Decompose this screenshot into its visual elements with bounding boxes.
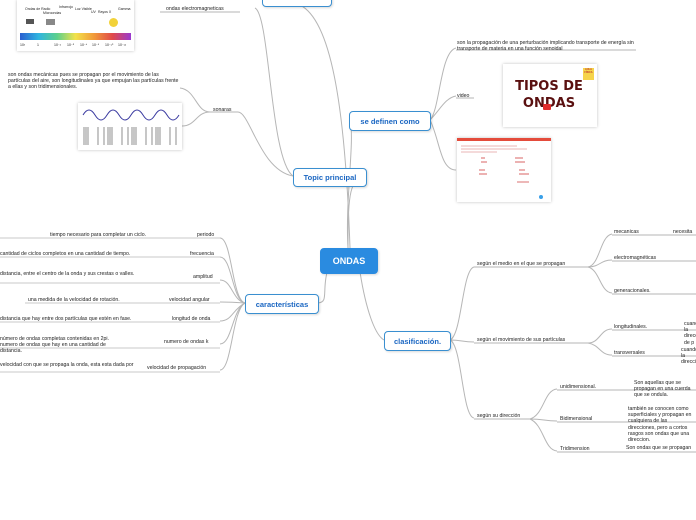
class-bidimensional: Bidimensional [560,416,593,422]
char-amplitud-desc: distancia, entre el centro de la onda y … [0,271,135,277]
spectrum-label-uv: UV [91,10,96,14]
char-frecuencia-desc: cantidad de ciclos completos en una cant… [0,251,131,257]
definition-text: son la propagación de una perturbación i… [457,40,634,53]
char-periodo-desc: tiempo necesario para completar un ciclo… [50,232,147,238]
sonoras-label: sonaras [213,107,232,113]
class-tridimension-desc: Son ondas que se propagan [626,445,692,451]
char-velocidad-angular-desc: una medida de la velocidad de rotación. [28,297,120,303]
class-direccion: según su dirección [477,413,521,419]
image-header-bar [457,138,551,141]
radiation-icon [109,18,118,27]
scale-5: 10⁻⁸ [92,43,100,47]
hidden-top-node[interactable] [262,0,332,7]
aula-badge: AULA FÍSICA [583,68,594,80]
formula-image[interactable] [457,138,551,202]
scale-4: 10⁻⁶ [80,43,88,47]
char-amplitud: amplitud [193,274,213,280]
sonoras-desc: son ondas mecánicas pues se propagan por… [8,72,179,91]
central-node[interactable]: ONDAS [320,248,378,274]
class-transversales: transversales [614,350,645,356]
class-medio: según el medio en el que se propagan [477,261,566,267]
radio-icon [26,19,34,24]
scale-7: 10⁻¹² [118,43,127,47]
video-thumbnail[interactable]: AULA FÍSICA TIPOS DE ONDAS [503,64,597,127]
class-unidimensional: unidimensional. [560,384,597,390]
char-frecuencia: frecuencia [190,251,214,257]
clasificacion-node[interactable]: clasificación. [384,331,451,351]
microwave-icon [46,19,55,25]
spectrum-label-ir: Infrarrojo [59,5,74,9]
spectrum-label-radio: Ondas de Radio [25,7,51,11]
scale-3: 10⁻⁵ [67,43,75,47]
char-velocidad-propagacion: velocidad de propagación [147,365,207,371]
class-mecanicas: mecanicas [614,229,639,235]
char-velocidad-propagacion-desc: velocidad con que se propaga la onda, es… [0,362,134,368]
topic-node[interactable]: Topic principal [293,168,367,187]
char-periodo: periodo [197,232,215,238]
class-bidimensional-desc: también se conocen como superficiales y … [628,406,692,444]
scale-2: 10⁻² [54,43,61,47]
class-generacionales: generacionales. [614,288,651,294]
spectrum-label-gamma: Gamma [118,7,131,11]
scale-1: 1 [37,43,39,47]
char-longitud-desc: distancia que hay entre dos partículas q… [0,316,132,322]
spectrum-label-micro: Microondas [43,11,62,15]
play-icon [543,104,551,110]
sound-wave-drawing [82,109,180,145]
class-longitudinales: longitudinales. [614,324,648,330]
spectrum-label-vis: Luz Visible [75,7,92,11]
electromagneticas-label: ondas electromagneticas [166,6,224,12]
scale-0: 10³ [20,43,26,47]
class-longitudinales-detail: cuando la dirección de p [684,321,696,346]
sound-wave-image[interactable] [78,103,182,150]
class-electromagneticas: electromagnéticas [614,255,657,261]
class-unidimensional-desc: Son aquellas que se propagan en una cuer… [634,380,691,399]
char-velocidad-angular: velocidad angular [169,297,210,303]
spectrum-image[interactable]: Ondas de Radio Microondas Infrarrojo Luz… [17,0,134,51]
class-movimiento: según el movimiento de sus partículas [477,337,566,343]
class-transversales-detail: cuando la dirección [681,347,696,366]
caracteristicas-node[interactable]: características [245,294,319,314]
video-label: video [457,93,470,99]
char-numero-ondas: numero de ondas k [164,339,209,345]
formula-drawing [461,145,543,199]
class-tridimension: Tridimension [560,446,590,452]
class-mecanicas-detail: necesita [673,229,693,235]
scale-6: 10⁻¹⁰ [105,43,114,47]
spectrum-label-x: Rayos X [98,10,112,14]
spectrum-bar [20,33,131,40]
char-numero-ondas-desc: número de ondas completas contenidas en … [0,336,110,355]
video-title: TIPOS DE ONDAS [515,79,583,111]
se-definen-node[interactable]: se definen como [349,111,431,131]
char-longitud: longitud de onda [172,316,211,322]
